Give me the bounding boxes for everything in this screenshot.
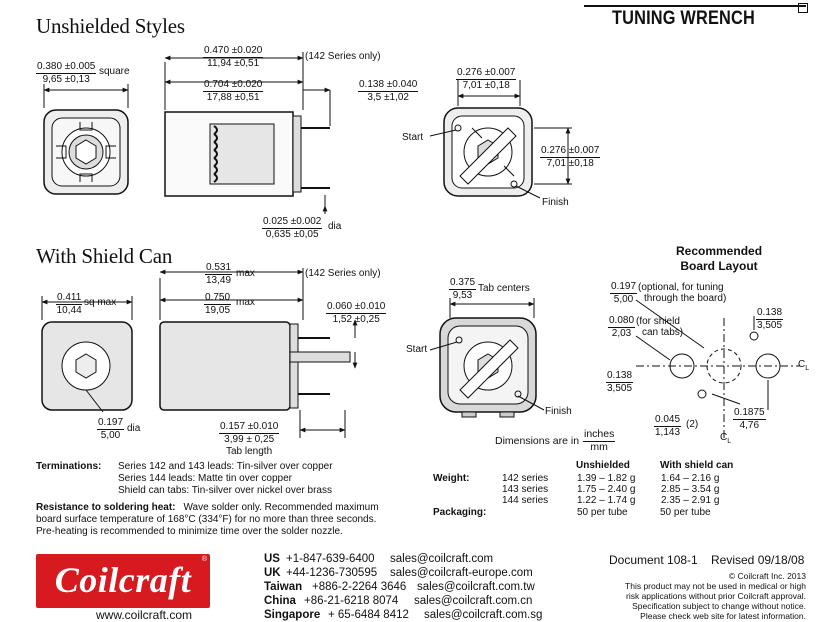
board-dim-b: 0.080 2,03 [608, 315, 636, 339]
shield-square-unit: sq max [84, 297, 117, 308]
board-dim-b-note: (for shield can tabs) [636, 316, 684, 338]
revised-date: Revised 09/18/08 [711, 553, 805, 567]
packaging-shield: 50 per tube [660, 507, 711, 518]
registered-mark: ® [201, 556, 207, 563]
unshielded-finish-label: Finish [542, 197, 569, 208]
product-title: TUNING WRENCH [612, 8, 755, 29]
shield-side-view [159, 321, 351, 411]
document-number: Document 108-1 [609, 553, 698, 567]
board-layout-title: Recommended Board Layout [676, 244, 763, 273]
board-dim-c: 0.138 3,505 [756, 307, 784, 331]
unshielded-bottom-height: 0.276 ±0.007 7,01 ±0,18 [540, 145, 601, 169]
weights-col-unshielded: Unshielded [576, 460, 630, 471]
header-marker [798, 3, 808, 13]
unshielded-square-unit: square [99, 66, 130, 77]
weight-label: Weight: [433, 473, 470, 484]
board-dim-a-note: (optional, for tuning through the board) [638, 282, 727, 304]
shield-tab-centers: 0.375 9,53 [449, 277, 477, 301]
unshielded-start-label: Start [402, 132, 424, 143]
unshielded-dim-b: 0.704 ±0.020 17,88 ±0,51 [203, 79, 264, 103]
board-layout-drawing [636, 318, 800, 438]
shield-hex-dia: 0.197 5,00 [97, 417, 125, 441]
shield-tab-centers-unit: Tab centers [478, 283, 530, 294]
terminations-lines: Series 142 and 143 leads: Tin-silver ove… [118, 461, 333, 496]
coilcraft-logo: Coilcraft ® [36, 554, 210, 608]
units-note-fraction: inches mm [583, 428, 616, 453]
unshielded-dim-a: 0.470 ±0.020 11,94 ±0,51 [203, 45, 264, 69]
unshielded-heading: Unshielded Styles [36, 14, 185, 38]
units-note-label: Dimensions are in [495, 435, 580, 447]
unshielded-dim-a-note: (142 Series only) [305, 51, 381, 62]
shield-dim-b: 0.750 19,05 [204, 292, 232, 316]
unshielded-lead-dia: 0.025 ±0.002 0,635 ±0,05 [262, 216, 323, 240]
shield-dim-a-note: (142 Series only) [305, 268, 381, 279]
board-dim-e-note: (2) [686, 419, 699, 430]
shield-dim-d: 0.157 ±0.010 3,99 ± 0,25 [219, 421, 280, 445]
unshielded-lead-dia-unit: dia [328, 221, 342, 232]
shield-dim-b-unit: max [236, 297, 255, 308]
packaging-label: Packaging: [433, 507, 487, 518]
shield-bottom-view [439, 317, 537, 418]
board-dim-d: 0.138 3,505 [606, 370, 634, 394]
unshielded-top-view [43, 109, 129, 195]
unshielded-bottom-view [443, 107, 533, 197]
website-link[interactable]: www.coilcraft.com [96, 608, 193, 622]
shield-heading: With Shield Can [36, 244, 173, 268]
board-centerline-h: CL [798, 359, 810, 372]
weights-col-shield: With shield can [660, 460, 734, 471]
legal-block: © Coilcraft Inc. 2013 This product may n… [625, 571, 806, 621]
shield-top-view [41, 321, 133, 411]
board-dim-f: 0.1875 4,76 [733, 407, 766, 431]
unshielded-bottom-width: 0.276 ±0.007 7,01 ±0,18 [456, 67, 517, 91]
board-centerline-v: CL [720, 432, 732, 445]
unshielded-dim-c: 0.138 ±0.040 3,5 ±1,02 [358, 79, 419, 103]
terminations-label: Terminations: [36, 461, 102, 472]
shield-hex-dia-unit: dia [127, 423, 141, 434]
board-dim-e: 0.045 1,143 [654, 414, 682, 438]
unshielded-side-view [164, 111, 330, 197]
shield-square-dim: 0.411 10,44 [56, 292, 83, 316]
shield-start-label: Start [406, 344, 428, 355]
unshielded-square-dim: 0.380 ±0.005 9,65 ±0,13 [36, 61, 97, 85]
resistance-block: Resistance to soldering heat:Wave solder… [36, 502, 379, 537]
board-dim-a: 0.197 5,00 [610, 281, 638, 305]
shield-dim-a-unit: max [236, 268, 255, 279]
shield-dim-a: 0.531 13,49 [205, 262, 233, 286]
shield-dim-d-note: Tab length [226, 446, 273, 457]
shield-dim-c: 0.060 ±0.010 1,52 ±0,25 [326, 301, 387, 325]
packaging-unshielded: 50 per tube [577, 507, 628, 518]
shield-finish-label: Finish [545, 406, 572, 417]
